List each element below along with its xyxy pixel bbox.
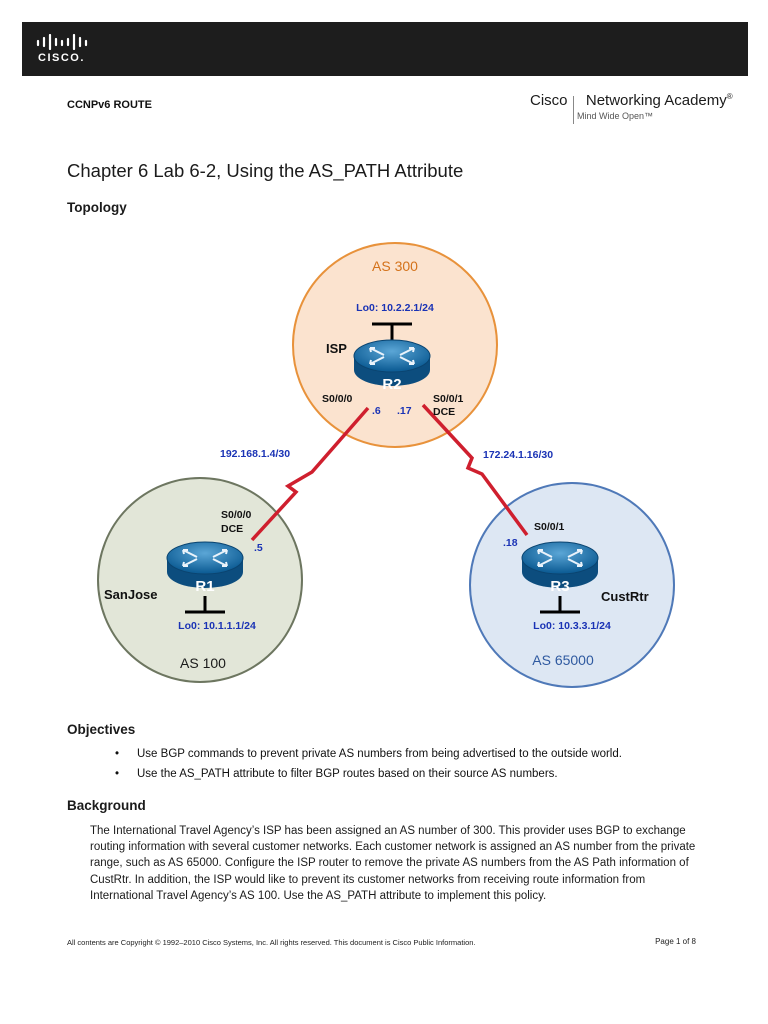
bullet: •	[115, 768, 120, 780]
footer-copyright: All contents are Copyright © 1992–2010 C…	[67, 938, 476, 947]
isp-label: ISP	[326, 341, 347, 356]
serial-link-left	[250, 406, 370, 542]
cisco-bars-icon	[36, 34, 88, 50]
as65000-label: AS 65000	[532, 652, 594, 668]
r1-s000-label: S0/0/0	[221, 509, 252, 521]
objectives-heading: Objectives	[67, 722, 136, 737]
loopback-r1-label: Lo0: 10.1.1.1/24	[178, 620, 256, 632]
topology-heading: Topology	[67, 200, 127, 215]
academy-divider	[573, 96, 574, 124]
r2-s000-label: S0/0/0	[322, 393, 353, 405]
r2-ip6-label: .6	[372, 405, 381, 417]
r2-dce-label: DCE	[433, 406, 455, 418]
loopback-r3-icon	[540, 596, 580, 614]
background-paragraph: The International Travel Agency’s ISP ha…	[90, 825, 696, 902]
loopback-r2-label: Lo0: 10.2.2.1/24	[356, 302, 434, 314]
topology-diagram: R2 R1 R3 AS 300 AS 100 AS 65000 Lo0: 10.…	[97, 242, 675, 688]
objective-text: Use the AS_PATH attribute to filter BGP …	[137, 768, 558, 780]
academy-tagline: Mind Wide Open™	[577, 111, 654, 121]
router-r3-label: R3	[550, 578, 569, 595]
academy-name-cisco: Cisco	[530, 92, 568, 109]
r3-ip18-label: .18	[503, 537, 518, 549]
loopback-r1-icon	[185, 596, 225, 614]
serial-link-right	[421, 403, 529, 537]
course-title: CCNPv6 ROUTE	[67, 99, 152, 111]
objectives-list: • Use BGP commands to prevent private AS …	[115, 745, 622, 785]
academy-reg-mark: ®	[726, 92, 733, 101]
network-right-label: 172.24.1.16/30	[483, 449, 553, 461]
custrtr-label: CustRtr	[601, 589, 649, 604]
r2-s001-label: S0/0/1	[433, 393, 464, 405]
network-left-label: 192.168.1.4/30	[220, 448, 290, 460]
r1-ip5-label: .5	[254, 542, 263, 554]
r2-ip17-label: .17	[397, 405, 412, 417]
cisco-wordmark: CISCO.	[38, 52, 85, 64]
r3-s001-label: S0/0/1	[534, 521, 565, 533]
objective-text: Use BGP commands to prevent private AS n…	[137, 748, 622, 760]
list-item: • Use the AS_PATH attribute to filter BGP…	[115, 765, 622, 785]
header-bar: CISCO.	[22, 22, 748, 76]
as300-label: AS 300	[372, 258, 418, 274]
router-r1-label: R1	[195, 578, 214, 595]
footer-page-number: Page 1 of 8	[655, 937, 696, 946]
background-heading: Background	[67, 798, 146, 813]
cisco-logo: CISCO.	[36, 32, 92, 66]
academy-logo: Cisco Networking Academy® Mind Wide Open…	[530, 92, 750, 128]
router-r2-label: R2	[382, 376, 401, 393]
page-title: Chapter 6 Lab 6-2, Using the AS_PATH Att…	[67, 160, 464, 181]
as100-label: AS 100	[180, 655, 226, 671]
sanjose-label: SanJose	[104, 587, 157, 602]
loopback-r3-label: Lo0: 10.3.3.1/24	[533, 620, 611, 632]
loopback-r2-icon	[372, 322, 412, 340]
r1-dce-label: DCE	[221, 523, 243, 535]
list-item: • Use BGP commands to prevent private AS …	[115, 745, 622, 765]
academy-name-networking: Networking Academy	[585, 92, 727, 109]
bullet: •	[115, 748, 120, 760]
